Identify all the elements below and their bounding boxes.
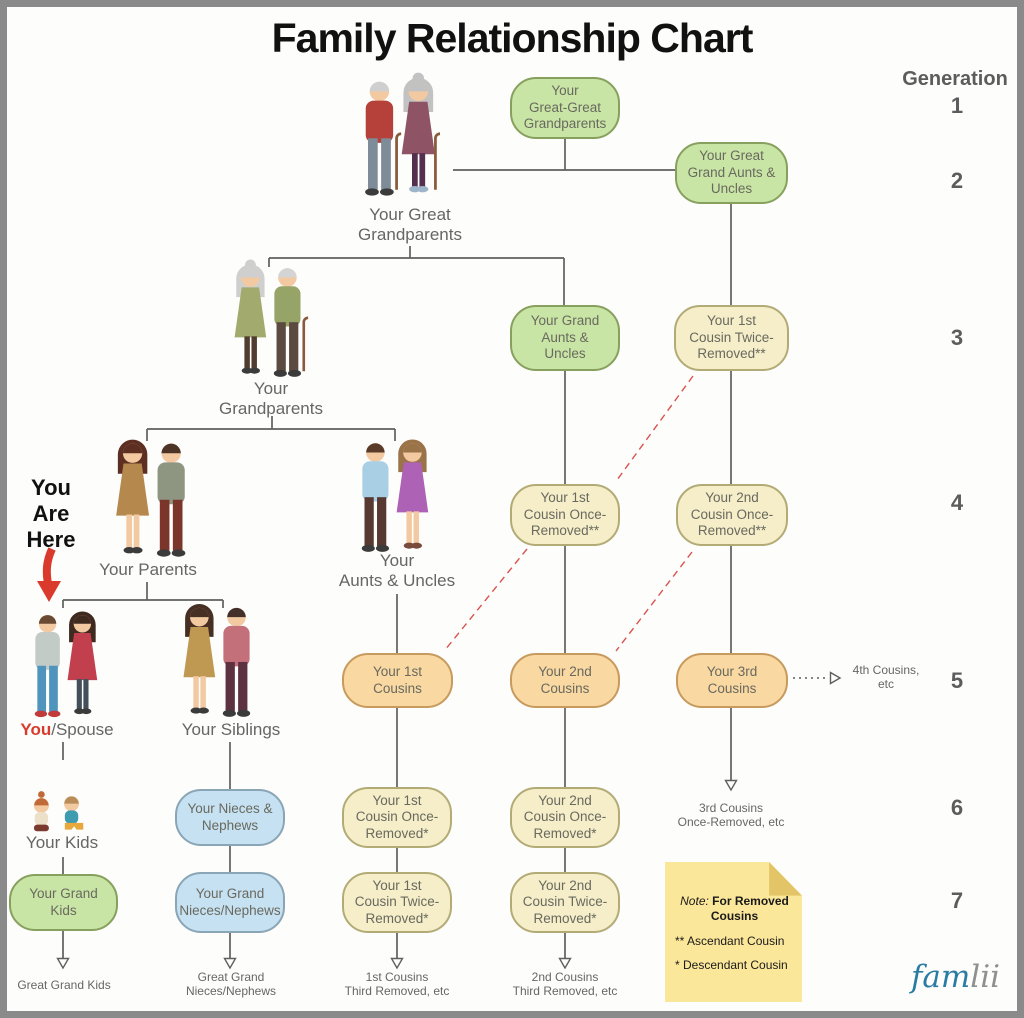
note-heading: Note: For Removed Cousins [675, 894, 794, 924]
parents-illustration [104, 434, 202, 561]
aunts-uncles-illustration [346, 434, 444, 556]
generation-6: 6 [950, 795, 964, 820]
kids-illustration [28, 760, 100, 838]
logo-lii: lii [970, 959, 1001, 995]
generation-2: 2 [950, 168, 964, 193]
siblings-illustration [172, 596, 266, 721]
generation-column-header: Generation [902, 68, 1008, 90]
note-ascendant-line: ** Ascendant Cousin [675, 934, 785, 948]
node-1st-cousin-once-removed-ascendant: Your 1st Cousin Once- Removed** [510, 484, 620, 546]
node-grand-kids: Your Grand Kids [9, 874, 118, 931]
caption-siblings: Your Siblings [181, 720, 281, 739]
node-1st-cousins: Your 1st Cousins [342, 653, 453, 708]
generation-7: 7 [950, 888, 964, 913]
generation-1: 1 [950, 93, 964, 118]
caption-great-grand-kids: Great Grand Kids [17, 978, 111, 992]
generation-4: 4 [950, 490, 964, 515]
node-grand-aunts-uncles: Your Grand Aunts & Uncles [510, 305, 620, 371]
caption-4th-cousins-etc: 4th Cousins, etc [852, 663, 920, 692]
node-2nd-cousins: Your 2nd Cousins [510, 653, 620, 708]
caption-kids: Your Kids [25, 833, 99, 852]
caption-spouse: /Spouse [51, 720, 114, 739]
generation-3: 3 [950, 325, 964, 350]
node-1st-cousin-once-removed-descendant: Your 1st Cousin Once- Removed* [342, 787, 452, 848]
page-title: Family Relationship Chart [271, 15, 754, 61]
node-great-great-grandparents: Your Great-Great Grandparents [510, 77, 620, 139]
node-nieces-nephews: Your Nieces & Nephews [175, 789, 285, 846]
node-grand-nieces-nephews: Your Grand Nieces/Nephews [175, 872, 285, 933]
note-title: For Removed Cousins [708, 894, 789, 923]
caption-great-grand-nieces-nephews: Great Grand Nieces/Nephews [185, 970, 277, 999]
caption-aunts-uncles: Your Aunts & Uncles [338, 551, 456, 591]
you-are-here-label: You Are Here [26, 475, 76, 552]
caption-3rd-cousins-once-removed: 3rd Cousins Once-Removed, etc [677, 801, 785, 830]
node-2nd-cousin-once-removed-descendant: Your 2nd Cousin Once- Removed* [510, 787, 620, 848]
logo-fam: fam [910, 959, 971, 995]
caption-you: You [20, 720, 52, 739]
node-great-grand-aunts-uncles: Your Great Grand Aunts & Uncles [675, 142, 788, 204]
caption-great-grandparents: Your Great Grandparents [358, 205, 462, 245]
famlii-logo: famlii [903, 959, 1008, 995]
caption-parents: Your Parents [99, 560, 197, 579]
node-3rd-cousins: Your 3rd Cousins [676, 653, 788, 708]
caption-1st-cousins-third-removed: 1st Cousins Third Removed, etc [344, 970, 450, 999]
node-2nd-cousin-twice-removed-descendant: Your 2nd Cousin Twice- Removed* [510, 872, 620, 933]
caption-you-spouse: You/Spouse [20, 720, 113, 740]
grandparents-illustration [210, 259, 330, 381]
node-2nd-cousin-once-removed-ascendant: Your 2nd Cousin Once- Removed** [676, 484, 788, 546]
removed-cousins-note: Note: For Removed Cousins ** Ascendant C… [665, 862, 802, 1002]
node-1st-cousin-twice-removed-descendant: Your 1st Cousin Twice- Removed* [342, 872, 452, 933]
caption-grandparents: Your Grandparents [219, 379, 323, 419]
caption-2nd-cousins-third-removed: 2nd Cousins Third Removed, etc [512, 970, 618, 999]
great-grandparents-illustration [340, 72, 460, 200]
you-spouse-illustration [22, 596, 110, 721]
note-descendant-line: * Descendant Cousin [675, 958, 788, 972]
generation-5: 5 [950, 668, 964, 693]
node-1st-cousin-twice-removed-ascendant: Your 1st Cousin Twice- Removed** [674, 305, 789, 371]
note-prefix: Note: [680, 894, 709, 908]
